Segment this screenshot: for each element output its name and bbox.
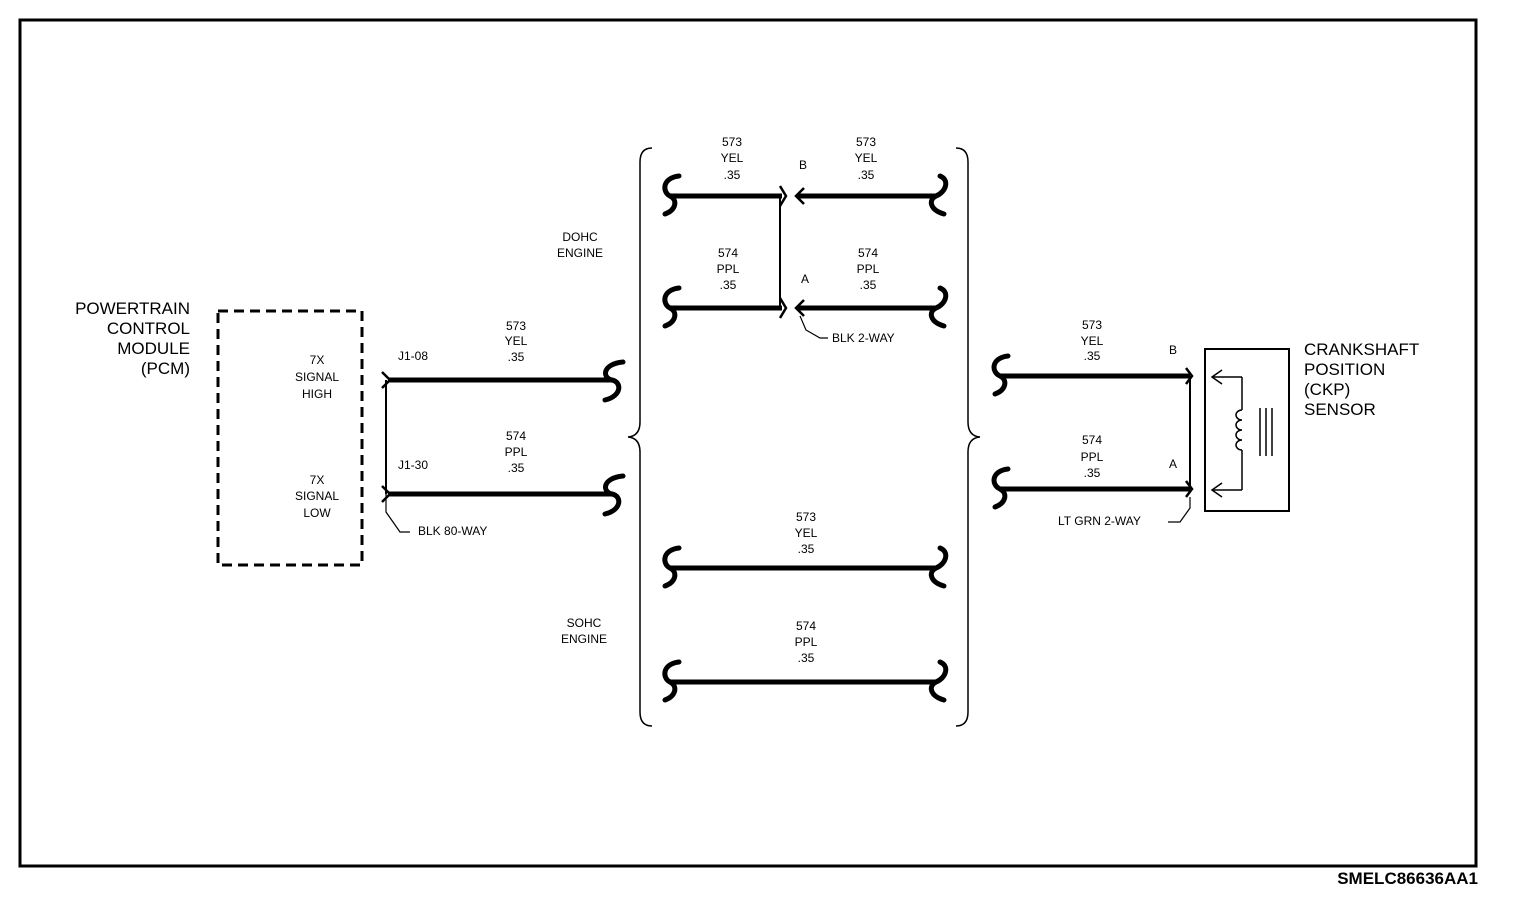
svg-text:.35: .35 bbox=[860, 278, 877, 292]
svg-text:CRANKSHAFT: CRANKSHAFT bbox=[1304, 340, 1419, 359]
svg-text:ENGINE: ENGINE bbox=[561, 632, 607, 646]
svg-text:573: 573 bbox=[796, 510, 816, 524]
signal-low-label: 7X SIGNAL LOW bbox=[295, 473, 339, 520]
wire-573-label: 573 YEL .35 bbox=[795, 510, 818, 556]
sohc-engine-label: SOHC ENGINE bbox=[561, 616, 607, 646]
svg-text:574: 574 bbox=[506, 429, 526, 443]
svg-text:SIGNAL: SIGNAL bbox=[295, 370, 339, 384]
dohc-pin-b-label: B bbox=[799, 158, 807, 172]
break-symbol bbox=[928, 285, 949, 329]
svg-text:MODULE: MODULE bbox=[117, 339, 190, 358]
svg-text:.35: .35 bbox=[1084, 349, 1101, 363]
pcm-connector bbox=[381, 371, 410, 533]
ckp-sensor-title: CRANKSHAFT POSITION (CKP) SENSOR bbox=[1304, 340, 1419, 419]
right-brace bbox=[955, 147, 981, 727]
signal-high-label: 7X SIGNAL HIGH bbox=[295, 353, 339, 401]
wire-573-label: 573 YEL .35 bbox=[505, 319, 528, 364]
svg-text:574: 574 bbox=[796, 619, 816, 633]
dohc-wiring bbox=[670, 185, 936, 339]
svg-text:.35: .35 bbox=[508, 461, 525, 475]
svg-text:574: 574 bbox=[1082, 433, 1102, 447]
svg-text:.35: .35 bbox=[508, 350, 525, 364]
ckp-sensor-coil bbox=[1210, 369, 1273, 498]
svg-text:POWERTRAIN: POWERTRAIN bbox=[75, 299, 190, 318]
svg-text:SENSOR: SENSOR bbox=[1304, 400, 1376, 419]
wire-573-label: 573 YEL .35 bbox=[1081, 318, 1104, 363]
svg-text:PPL: PPL bbox=[1081, 450, 1104, 464]
sensor-pin-a-label: A bbox=[1169, 457, 1177, 471]
pcm-box bbox=[216, 309, 364, 567]
break-symbol bbox=[602, 473, 626, 517]
wire-574-label: 574 PPL .35 bbox=[1081, 433, 1104, 480]
wire-574-label: 574 PPL .35 bbox=[857, 246, 880, 292]
break-symbol bbox=[662, 173, 682, 217]
wire-573-label: 573 YEL .35 bbox=[721, 135, 744, 182]
svg-text:.35: .35 bbox=[798, 651, 815, 665]
svg-text:573: 573 bbox=[856, 135, 876, 149]
svg-text:HIGH: HIGH bbox=[302, 387, 332, 401]
svg-text:SIGNAL: SIGNAL bbox=[295, 489, 339, 503]
svg-text:YEL: YEL bbox=[721, 151, 744, 165]
wire-574-label: 574 PPL .35 bbox=[505, 429, 528, 475]
svg-text:YEL: YEL bbox=[795, 526, 818, 540]
svg-text:7X: 7X bbox=[310, 473, 325, 487]
ckp-sensor-box bbox=[1204, 348, 1290, 512]
figure-code: SMELC86636AA1 bbox=[1337, 869, 1478, 888]
break-symbol bbox=[928, 545, 949, 589]
svg-text:.35: .35 bbox=[858, 168, 875, 182]
sensor-connector-name: LT GRN 2-WAY bbox=[1058, 514, 1141, 528]
break-symbol bbox=[991, 466, 1011, 510]
dohc-engine-label: DOHC ENGINE bbox=[557, 230, 603, 260]
svg-text:.35: .35 bbox=[1084, 466, 1101, 480]
break-symbol bbox=[662, 285, 682, 329]
dohc-pin-a-label: A bbox=[801, 272, 809, 286]
svg-text:PPL: PPL bbox=[717, 262, 740, 276]
break-symbol bbox=[662, 659, 682, 703]
diagram-frame bbox=[18, 18, 1478, 868]
pin-j1-30-label: J1-30 bbox=[398, 458, 428, 472]
wire-574-label: 574 PPL .35 bbox=[717, 246, 740, 292]
left-brace bbox=[627, 147, 653, 727]
svg-text:574: 574 bbox=[718, 246, 738, 260]
svg-text:YEL: YEL bbox=[855, 151, 878, 165]
pin-j1-08-label: J1-08 bbox=[398, 349, 428, 363]
pcm-title: POWERTRAIN CONTROL MODULE (PCM) bbox=[75, 299, 190, 378]
svg-text:SOHC: SOHC bbox=[567, 616, 602, 630]
svg-text:(CKP): (CKP) bbox=[1304, 380, 1350, 399]
svg-text:ENGINE: ENGINE bbox=[557, 246, 603, 260]
wire-574-label: 574 PPL .35 bbox=[795, 619, 818, 665]
svg-text:(PCM): (PCM) bbox=[141, 359, 190, 378]
break-symbol bbox=[928, 659, 949, 703]
svg-text:.35: .35 bbox=[724, 168, 741, 182]
sensor-connector bbox=[1168, 367, 1194, 523]
svg-text:YEL: YEL bbox=[505, 334, 528, 348]
wire-573-label: 573 YEL .35 bbox=[855, 135, 878, 182]
dohc-connector-name: BLK 2-WAY bbox=[832, 331, 895, 345]
svg-text:POSITION: POSITION bbox=[1304, 360, 1385, 379]
svg-text:574: 574 bbox=[858, 246, 878, 260]
svg-text:PPL: PPL bbox=[505, 445, 528, 459]
svg-text:573: 573 bbox=[722, 135, 742, 149]
svg-text:YEL: YEL bbox=[1081, 334, 1104, 348]
svg-text:.35: .35 bbox=[798, 542, 815, 556]
svg-text:7X: 7X bbox=[310, 353, 325, 367]
svg-text:.35: .35 bbox=[720, 278, 737, 292]
svg-text:573: 573 bbox=[506, 319, 526, 333]
break-symbol bbox=[991, 353, 1011, 397]
break-symbol bbox=[928, 173, 949, 217]
svg-text:PPL: PPL bbox=[795, 635, 818, 649]
break-symbol bbox=[662, 545, 682, 589]
svg-text:CONTROL: CONTROL bbox=[107, 319, 190, 338]
sensor-pin-b-label: B bbox=[1169, 343, 1177, 357]
svg-text:DOHC: DOHC bbox=[562, 230, 598, 244]
svg-text:PPL: PPL bbox=[857, 262, 880, 276]
svg-text:573: 573 bbox=[1082, 318, 1102, 332]
pcm-connector-name: BLK 80-WAY bbox=[418, 524, 487, 538]
svg-text:LOW: LOW bbox=[303, 506, 331, 520]
break-symbol bbox=[602, 359, 626, 403]
